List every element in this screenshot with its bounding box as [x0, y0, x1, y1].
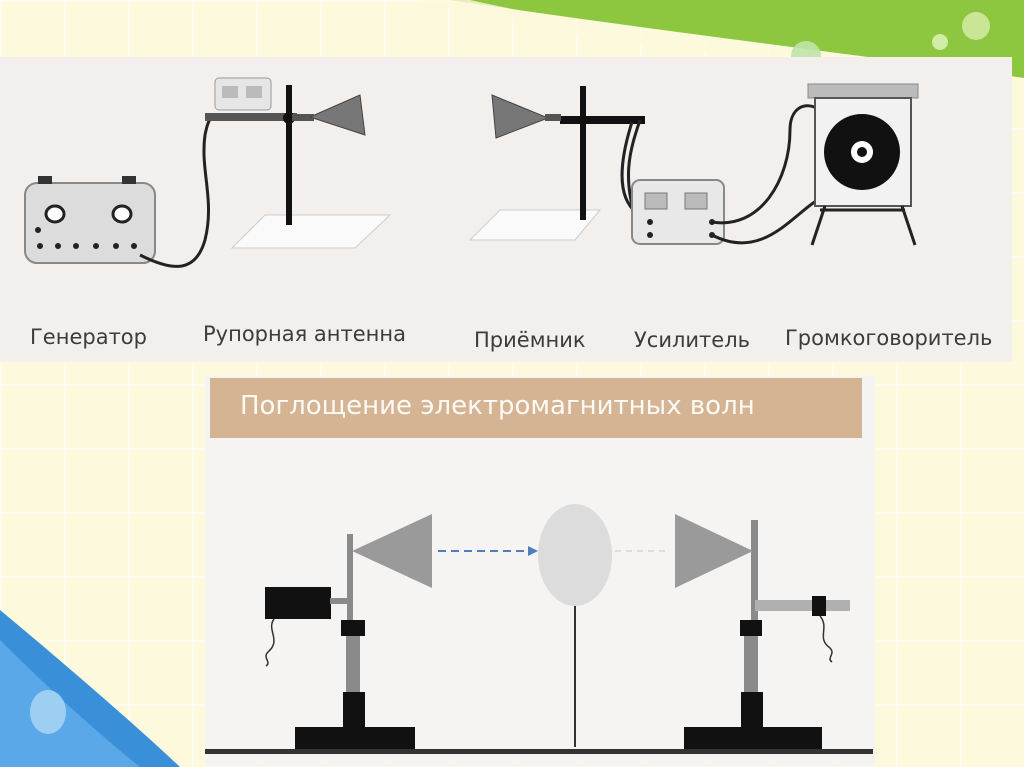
wave-arrowhead — [528, 546, 538, 556]
amplifier — [631, 179, 725, 245]
floor-line — [205, 749, 873, 754]
droplet-icon — [30, 690, 66, 734]
receiver — [468, 86, 645, 241]
absorption-title-bar: Поглощение электромагнитных волн — [210, 378, 862, 438]
label-loudspeaker: Громкоговоритель — [785, 326, 993, 350]
loudspeaker — [807, 83, 919, 246]
label-horn-antenna: Рупорная антенна — [203, 322, 406, 346]
receiver-stand — [675, 514, 850, 749]
label-generator: Генератор — [30, 325, 147, 349]
generator-device — [24, 176, 156, 264]
transmitter-stand — [265, 514, 432, 749]
label-receiver: Приёмник — [474, 328, 586, 352]
horn-antenna — [205, 77, 392, 249]
absorption-title: Поглощение электромагнитных волн — [240, 391, 755, 421]
label-amplifier: Усилитель — [634, 328, 751, 352]
absorber-plate — [538, 504, 612, 747]
droplet-icon — [962, 12, 990, 40]
droplet-icon — [932, 34, 948, 50]
